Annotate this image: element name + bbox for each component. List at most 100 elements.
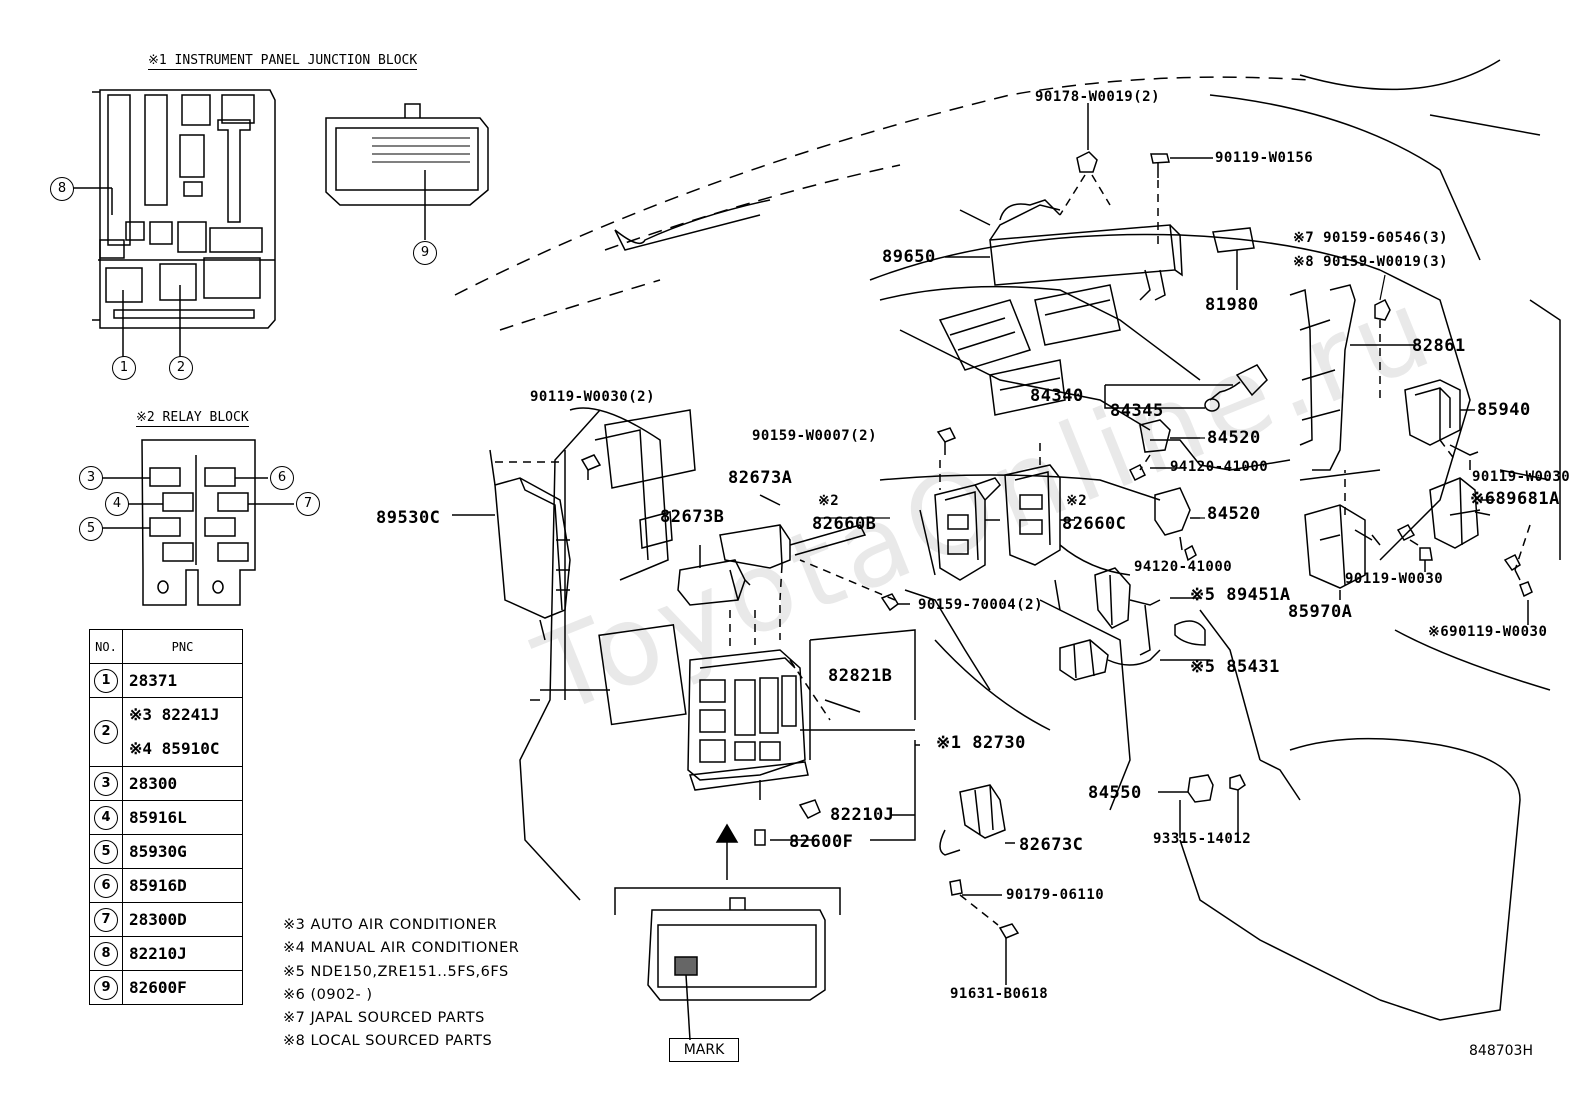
part-94120-41000-b: 94120-41000 (1134, 559, 1233, 575)
row-pnc: 82210J (122, 936, 243, 971)
part-81980: 81980 (1205, 295, 1259, 315)
bracket-82673a (719, 494, 867, 601)
connector-inset (325, 103, 489, 240)
row-pnc: 28300D (122, 902, 243, 937)
bolt-90159-W0007 (936, 427, 957, 490)
relay-82660b (934, 477, 1001, 581)
row-number: 5 (94, 839, 118, 864)
part-85940: 85940 (1477, 400, 1531, 420)
part-94120-41000-a: 94120-41000 (1170, 459, 1269, 475)
part-91631-B0618: 91631-B0618 (950, 986, 1049, 1002)
row-pnc: ※3 82241J (129, 705, 220, 724)
note-6: ※6 (0902- ) (283, 987, 373, 1003)
note-mark-82660B: ※2 (818, 493, 840, 509)
junction-block-header: ※1 INSTRUMENT PANEL JUNCTION BLOCK (148, 53, 418, 70)
row-number: 7 (94, 907, 118, 932)
relay-block-inset (100, 439, 294, 606)
part-89451A: ※5 89451A (1190, 585, 1291, 605)
callout-4: 4 (105, 492, 129, 516)
callout-7: 7 (296, 492, 320, 516)
component-81980 (1212, 227, 1255, 290)
sensor-84520-b (1154, 487, 1200, 562)
component-89650 (945, 199, 1183, 301)
bolts-right (1396, 524, 1533, 625)
part-84520-b: 84520 (1207, 504, 1261, 524)
callout-1: 1 (112, 356, 136, 380)
row-pnc-alt: ※4 85910C (129, 739, 220, 758)
note-8: ※8 LOCAL SOURCED PARTS (283, 1033, 493, 1049)
note-mark-82660C: ※2 (1066, 493, 1088, 509)
note-4: ※4 MANUAL AIR CONDITIONER (283, 940, 520, 956)
part-90119-W0156: 90119-W0156 (1215, 150, 1314, 166)
part-90119-W0030-b: 90119-W0030 (1345, 571, 1444, 587)
callout-8: 8 (50, 177, 74, 201)
part-84520-a: 84520 (1207, 428, 1261, 448)
bracket-82673b (677, 545, 751, 606)
table-row: 6 85916D (89, 868, 243, 903)
part-84345: 84345 (1110, 401, 1164, 421)
table-row: 1 28371 (89, 663, 243, 698)
part-82210J: 82210J (830, 805, 895, 825)
ecu-85970a (1304, 470, 1381, 600)
part-90119-W0030-2: 90119-W0030(2) (530, 389, 656, 405)
part-82673A: 82673A (728, 468, 793, 488)
table-row: 7 28300D (89, 902, 243, 937)
row-number: 3 (94, 771, 118, 796)
component-84550 (1158, 774, 1246, 838)
table-row: 8 82210J (89, 936, 243, 971)
upward-arrow (715, 823, 739, 880)
col-pnc-header: PNC (122, 629, 243, 664)
row-number: 8 (94, 941, 118, 966)
row-pnc: 28300 (122, 766, 243, 801)
row-pnc: 85916L (122, 800, 243, 835)
part-82673B: 82673B (660, 507, 725, 527)
part-84340: 84340 (1030, 386, 1084, 406)
callout-9: 9 (413, 241, 437, 265)
dashboard-body (519, 59, 1561, 1021)
note-7: ※7 JAPAL SOURCED PARTS (283, 1010, 485, 1026)
table-row: 3 28300 (89, 766, 243, 801)
part-89530C: 89530C (376, 508, 441, 528)
switch-89451a (1094, 567, 1200, 656)
callout-2: 2 (169, 356, 193, 380)
part-89681A: ※689681A (1470, 489, 1560, 509)
junction-block-82730 (598, 605, 920, 846)
ecu-89530c (452, 449, 602, 641)
callout-3: 3 (79, 466, 103, 490)
dashboard-outline (454, 76, 1311, 331)
part-85431: ※5 85431 (1190, 657, 1280, 677)
sensor-84520-a (1128, 419, 1200, 482)
junction-block-inset (92, 89, 276, 329)
row-pnc: 28371 (122, 663, 243, 698)
row-number: 4 (94, 805, 118, 830)
row-number: 9 (94, 975, 118, 1000)
bracket-82673c (939, 784, 1020, 985)
mark-label: MARK (669, 1038, 739, 1062)
part-82660C: 82660C (1062, 514, 1127, 534)
part-90159-70004: 90159-70004(2) (918, 597, 1044, 613)
part-90119-W0030-r: 90119-W0030 (1472, 469, 1571, 485)
dash-vents (604, 284, 1121, 549)
nut-90178 (1059, 103, 1111, 216)
row-pnc: 85916D (122, 868, 243, 903)
ecu-89681a (1429, 477, 1495, 549)
table-header-row: NO. PNC (89, 629, 243, 664)
component-85940 (1404, 379, 1479, 470)
callout-6: 6 (270, 466, 294, 490)
part-82660B: 82660B (812, 514, 877, 534)
component-85431 (1059, 639, 1210, 681)
row-number: 6 (94, 873, 118, 898)
row-number: 2 (94, 720, 118, 744)
table-row: 5 85930G (89, 834, 243, 869)
row-pnc: 85930G (122, 834, 243, 869)
part-90159-W0019: ※8 90159-W0019(3) (1293, 254, 1449, 270)
part-89650: 89650 (882, 247, 936, 267)
part-82821B: 82821B (828, 666, 893, 686)
drawing-code: 848703H (1469, 1043, 1533, 1059)
part-82730: ※1 82730 (936, 733, 1026, 753)
col-no-header: NO. (89, 629, 123, 664)
mark-inset (614, 887, 841, 1041)
relay-82660c (1004, 440, 1075, 566)
pnc-table: NO. PNC 1 28371 2 ※3 82241J ※4 85910C 3 … (89, 629, 243, 1005)
part-93315-14012: 93315-14012 (1153, 831, 1252, 847)
